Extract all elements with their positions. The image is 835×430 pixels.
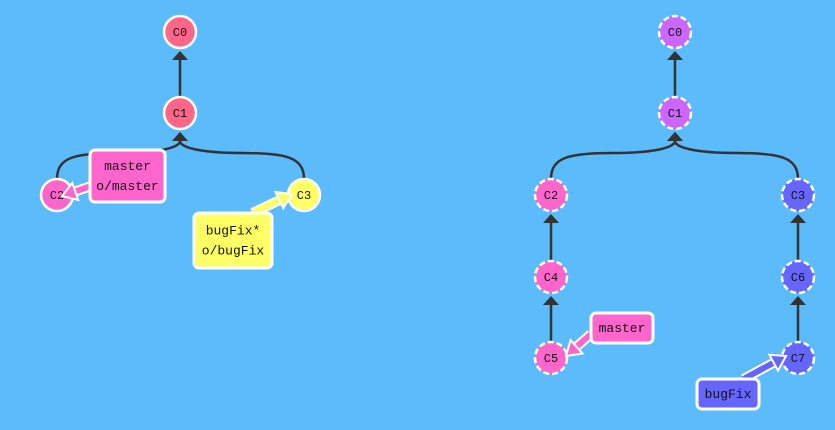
arrowhead-icon	[667, 132, 683, 141]
commit-circle	[162, 14, 198, 50]
commit-label: C1	[173, 107, 187, 121]
commit-edge	[549, 140, 677, 180]
branch-name: master	[599, 321, 646, 336]
commit-label: C3	[297, 189, 311, 203]
commit-edge	[178, 140, 306, 180]
commit-node[interactable]: C0	[162, 14, 198, 50]
commit-node[interactable]: C6	[780, 259, 816, 295]
branch-label-box	[695, 377, 761, 411]
commit-circle	[780, 259, 816, 295]
commit-node[interactable]: C0	[657, 14, 693, 50]
branch-name: bugFix*	[206, 224, 261, 239]
arrowhead-icon	[667, 51, 683, 60]
arrowhead-icon	[543, 296, 559, 305]
commit-node[interactable]: C1	[162, 95, 198, 131]
commit-edge	[673, 140, 800, 180]
commit-label: C1	[668, 107, 682, 121]
branch-label-box	[88, 148, 167, 204]
commit-node[interactable]: C1	[657, 95, 693, 131]
commit-node[interactable]: C7	[780, 340, 816, 376]
commit-node[interactable]: C4	[533, 259, 569, 295]
branch-arrow-shaft	[742, 360, 776, 382]
arrowhead-icon	[172, 132, 188, 141]
commit-circle	[533, 177, 569, 213]
branch-name: master	[104, 159, 151, 174]
branch-arrow-shaft	[574, 331, 593, 350]
commit-circle	[533, 259, 569, 295]
commit-label: C2	[544, 189, 558, 203]
commit-node[interactable]: C2	[533, 177, 569, 213]
commit-node[interactable]: C3	[780, 177, 816, 213]
branch-arrow-head-icon	[60, 180, 80, 202]
commit-node[interactable]: C5	[533, 340, 569, 376]
commit-circle	[162, 95, 198, 131]
branch-master-tag[interactable]: master o/master	[60, 148, 167, 204]
commit-circle	[780, 177, 816, 213]
commit-label: C3	[791, 189, 805, 203]
commit-label: C5	[544, 352, 558, 366]
commit-label: C2	[50, 189, 64, 203]
commit-label: C6	[791, 271, 805, 285]
commit-circle	[657, 14, 693, 50]
commit-circle	[533, 340, 569, 376]
branch-master-tag[interactable]: master	[564, 311, 655, 358]
commit-label: C0	[173, 26, 187, 40]
commit-label: C7	[791, 352, 805, 366]
arrowhead-icon	[790, 296, 806, 305]
branch-label-box	[192, 211, 274, 270]
branch-arrow-head-icon	[767, 353, 788, 373]
branch-arrow-shaft	[74, 183, 91, 195]
branch-name: o/bugFix	[202, 244, 265, 259]
arrowhead-icon	[790, 214, 806, 223]
branch-arrow-head-icon	[273, 190, 294, 211]
arrowhead-icon	[543, 214, 559, 223]
branch-name: bugFix	[705, 387, 752, 402]
branch-name: o/master	[96, 179, 158, 194]
commit-label: C0	[668, 26, 682, 40]
branch-arrow-head-icon	[564, 337, 585, 358]
arrowhead-icon	[172, 51, 188, 60]
branch-arrow-shaft	[251, 197, 281, 216]
branch-bugFix-tag[interactable]: bugFix	[695, 353, 788, 411]
branch-bugFix-tag[interactable]: bugFix* o/bugFix	[192, 190, 294, 270]
commit-node[interactable]: C3	[286, 177, 322, 213]
commit-circle	[657, 95, 693, 131]
commit-label: C4	[544, 271, 558, 285]
branch-label-box	[589, 311, 655, 345]
